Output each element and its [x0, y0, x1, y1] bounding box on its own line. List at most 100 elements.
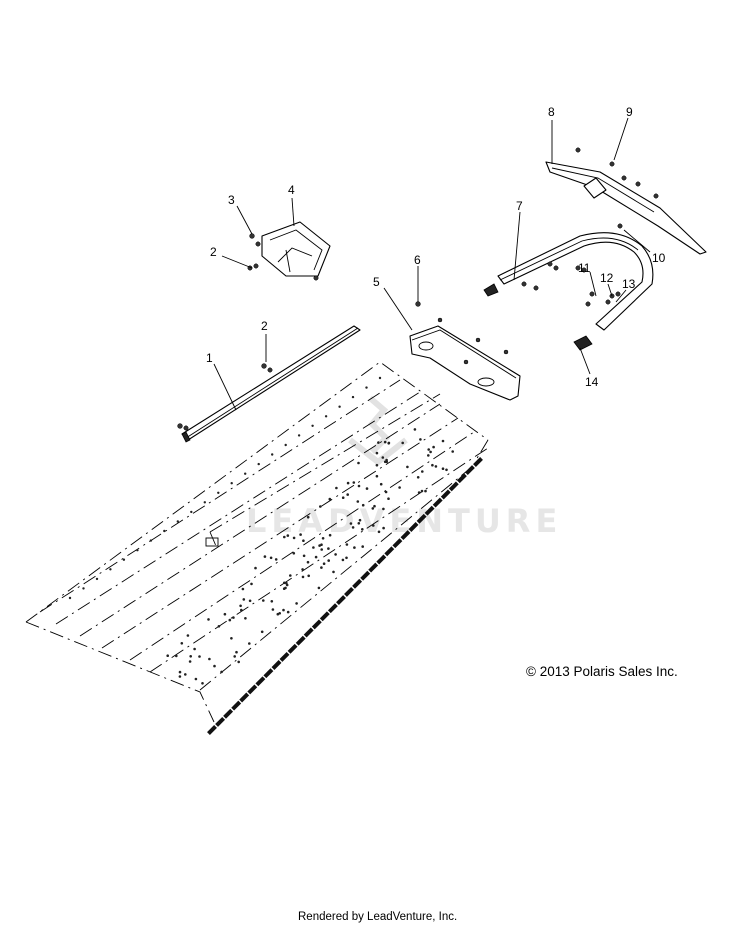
rivet-dot [228, 618, 232, 622]
rivet-dot [417, 491, 421, 494]
rivet-dot [434, 465, 438, 468]
rivet-dot [292, 552, 296, 555]
rivet-dot [263, 555, 267, 558]
rivet-dot [302, 554, 306, 558]
rivet-dot [351, 395, 355, 399]
tunnel-phantom [25, 361, 489, 723]
callouts: 1 2 2 3 4 5 6 7 8 9 10 11 12 13 14 [206, 105, 666, 389]
rivet-dot [176, 520, 179, 523]
rivet-dot [136, 549, 139, 552]
rivet-dot [180, 642, 184, 645]
rivet-dot [451, 450, 455, 453]
edge-segment [456, 473, 467, 484]
rivet-dot [358, 518, 362, 522]
edge-segment [295, 635, 306, 646]
rivet-dot [375, 474, 379, 478]
part-6-fastener [415, 298, 421, 307]
rivet-dot [149, 539, 153, 542]
edge-segment [473, 457, 483, 467]
rivet-dot [194, 677, 198, 681]
rivet-dot [373, 504, 376, 508]
edge-segment [239, 692, 250, 703]
rivet-dot [178, 670, 182, 674]
callout-7: 7 [516, 199, 523, 213]
edge-segment [311, 619, 322, 630]
rivet-dot [235, 650, 238, 654]
edge-segment [440, 489, 451, 500]
rivet-dot [95, 577, 99, 581]
part-8-bracket [545, 147, 707, 255]
rivet-dot [122, 558, 126, 561]
rivet-dot [351, 526, 355, 529]
rivet-dot [314, 555, 318, 559]
callout-11: 11 [578, 261, 591, 275]
rivet-dot [184, 673, 187, 676]
part-4-cover [255, 221, 331, 281]
rivet-dot [365, 487, 369, 490]
edge-segment [215, 716, 226, 727]
callout-1: 1 [206, 351, 213, 365]
rivet-dot [349, 522, 353, 525]
edge-segment [400, 530, 411, 541]
edge-segment [384, 546, 395, 557]
rivet-dot [242, 598, 246, 601]
rivet-dot [307, 574, 311, 578]
tunnel-rivets [68, 376, 455, 685]
edge-segment [424, 505, 435, 516]
rivet-dot [441, 439, 445, 443]
rivet-dot [250, 582, 253, 586]
callout-12: 12 [600, 271, 614, 285]
rivet-dot [352, 481, 356, 484]
rivet-dot [375, 463, 379, 467]
rivet-dot [387, 441, 391, 445]
rivet-dot [432, 445, 435, 449]
rivet-dot [324, 415, 328, 418]
rivet-dot [317, 586, 321, 590]
edge-segment [448, 481, 459, 492]
edge-segment [303, 627, 314, 638]
rivet-dot [283, 581, 286, 585]
watermark: LEADVENTURE [246, 395, 557, 540]
rivet-dot [384, 490, 388, 494]
copyright-text: © 2013 Polaris Sales Inc. [526, 664, 678, 679]
part-3-fastener [249, 233, 255, 239]
rivet-dot [201, 682, 204, 685]
callout-3: 3 [228, 193, 235, 207]
rivet-dot [356, 500, 360, 503]
rivet-dot [361, 503, 365, 507]
rivet-dot [427, 454, 430, 457]
rivet-dot [233, 655, 236, 658]
rivet-dot [306, 515, 310, 519]
rivet-dot [193, 647, 196, 651]
rivet-dot [286, 534, 290, 537]
callout-9: 9 [626, 105, 633, 119]
rivet-dot [382, 507, 385, 511]
rivet-dot [382, 526, 385, 530]
rivet-dot [289, 574, 292, 577]
callout-13: 13 [622, 277, 636, 291]
rivet-dot [371, 507, 375, 510]
rivet-dot [217, 625, 221, 628]
part-5-bracket [409, 317, 521, 401]
edge-segment [327, 603, 338, 614]
rivet-dot [269, 556, 273, 560]
edge-segment [360, 570, 371, 581]
edge-segment [279, 651, 290, 662]
rivet-dot [445, 468, 448, 472]
rivet-dot [357, 522, 361, 525]
rivet-dot [302, 539, 305, 542]
callout-5: 5 [373, 275, 380, 289]
rivet-dot [319, 505, 322, 508]
rivet-dot [285, 581, 288, 585]
rivet-dot [332, 570, 335, 574]
callout-14: 14 [585, 375, 599, 389]
rivet-dot [262, 599, 265, 602]
rivet-dot [312, 546, 315, 549]
rivet-dot [186, 634, 190, 637]
callout-2b: 2 [210, 245, 217, 259]
rivet-dot [427, 448, 431, 451]
rivet-dot [271, 453, 274, 456]
rivet-dot [353, 546, 356, 549]
rivet-dot [406, 465, 409, 469]
rivet-dot [68, 596, 72, 600]
